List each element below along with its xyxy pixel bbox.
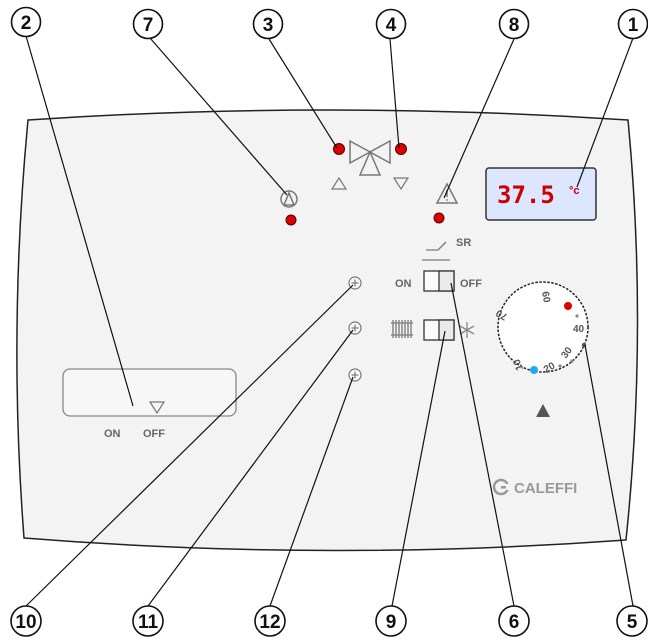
pump-icon	[280, 190, 298, 208]
svg-text:10: 10	[15, 612, 36, 633]
off-indicator-arrow-icon	[148, 401, 166, 415]
svg-text:9: 9	[386, 612, 397, 633]
callout-12: 12	[254, 605, 286, 637]
radiator-heating-icon	[391, 320, 413, 338]
valve-open-led	[395, 143, 407, 155]
dial-label-60: 60	[539, 291, 552, 304]
callout-11: 11	[132, 605, 164, 637]
callout-1: 1	[617, 8, 648, 40]
callout-8: 8	[498, 8, 530, 40]
callout-7: 7	[132, 8, 164, 40]
svg-text:1: 1	[628, 15, 639, 36]
leader-line-7	[149, 37, 288, 196]
controller-panel	[16, 109, 639, 552]
svg-text:2: 2	[21, 13, 32, 34]
sr-label: SR	[456, 237, 471, 249]
dial-label-40: 40	[573, 324, 585, 335]
dial-label-10: 10	[512, 357, 526, 372]
leader-line-10	[25, 284, 354, 607]
dial-cold-marker	[530, 366, 538, 374]
callout-6: 6	[498, 605, 530, 637]
leader-lines	[25, 35, 634, 607]
leader-line-5	[584, 344, 634, 607]
sr-switch[interactable]	[423, 270, 455, 292]
valve-close-arrow-icon	[330, 176, 348, 190]
main-onoff-switch[interactable]	[92, 390, 172, 420]
dial-label-20: 20	[542, 360, 558, 375]
callout-2: 2	[10, 6, 42, 38]
leader-line-12	[269, 376, 354, 607]
display-unit: °c	[569, 185, 580, 197]
dial-index-arrow-icon	[536, 404, 550, 417]
svg-text:7: 7	[143, 15, 154, 36]
display-value: 37.5	[497, 181, 555, 209]
leader-line-2	[25, 35, 134, 407]
leader-line-8	[443, 38, 515, 199]
leader-line-1	[576, 37, 634, 188]
alarm-led	[433, 212, 445, 224]
callout-5: 5	[616, 605, 648, 637]
leader-line-11	[147, 329, 354, 607]
sr-off-label: OFF	[460, 278, 482, 290]
dial-hot-marker	[564, 302, 572, 310]
svg-text:3: 3	[263, 15, 274, 36]
mixing-valve-icon	[349, 139, 391, 176]
main-off-label: OFF	[143, 428, 165, 440]
svg-text:11: 11	[138, 612, 159, 633]
svg-text:4: 4	[386, 15, 397, 36]
dial-label-70: 70	[494, 307, 510, 322]
heat-cool-switch[interactable]	[423, 319, 455, 341]
pump-led	[285, 214, 297, 226]
svg-text:8: 8	[509, 15, 520, 36]
main-on-label: ON	[104, 428, 121, 440]
caleffi-logo: CALEFFI	[492, 478, 577, 497]
callout-4: 4	[375, 8, 407, 40]
temperature-display: 37.5 °c	[485, 167, 597, 221]
svg-text:6: 6	[509, 612, 520, 633]
adjust-screw-12[interactable]	[348, 368, 362, 382]
leader-line-3	[268, 38, 338, 149]
valve-open-arrow-icon	[392, 177, 410, 191]
svg-text:12: 12	[259, 612, 280, 633]
callout-10: 10	[10, 605, 42, 637]
leader-line-9	[391, 330, 446, 607]
brand-name: CALEFFI	[514, 480, 577, 497]
leader-line-6	[450, 282, 515, 607]
dial-scale-dots	[558, 314, 579, 368]
sr-thermostat-icon	[422, 241, 450, 261]
snowflake-cooling-icon	[459, 322, 475, 338]
callout-3: 3	[252, 8, 284, 40]
leader-line-4	[389, 38, 400, 149]
callout-9: 9	[375, 605, 407, 637]
sr-on-label: ON	[395, 278, 412, 290]
main-switch-window	[62, 368, 237, 417]
svg-text:5: 5	[627, 612, 638, 633]
